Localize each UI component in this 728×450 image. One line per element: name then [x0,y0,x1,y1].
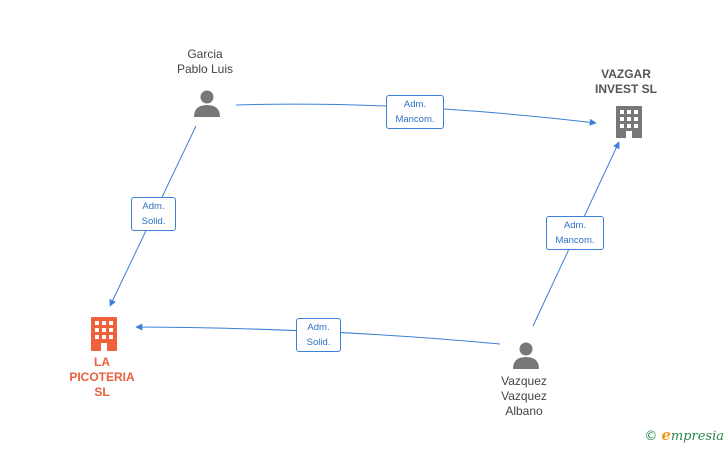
edge-label-vazquez-vazgar[interactable]: Adm. Mancom. [546,216,604,250]
building-icon[interactable] [89,315,119,351]
brand-watermark: ©empresia [644,426,724,444]
edge-label-garcia-picoteria[interactable]: Adm. Solid. [131,197,176,231]
building-icon[interactable] [614,104,644,138]
edge-label-garcia-vazgar[interactable]: Adm. Mancom. [386,95,444,129]
node-label-vazgar: VAZGAR INVEST SL [594,67,657,96]
node-label-picoteria: LA PICOTERIA SL [69,355,135,399]
node-label-vazquez: Vazquez Vazquez Albano [501,374,547,418]
brand-name: mpresia [670,429,724,444]
brand-letter: e [661,426,671,444]
copyright-icon: © [644,429,658,444]
person-icon[interactable] [511,340,541,370]
person-icon[interactable] [192,88,222,118]
node-label-garcia: Garcia Pablo Luis [176,47,234,76]
edge-label-vazquez-picoteria[interactable]: Adm. Solid. [296,318,341,352]
